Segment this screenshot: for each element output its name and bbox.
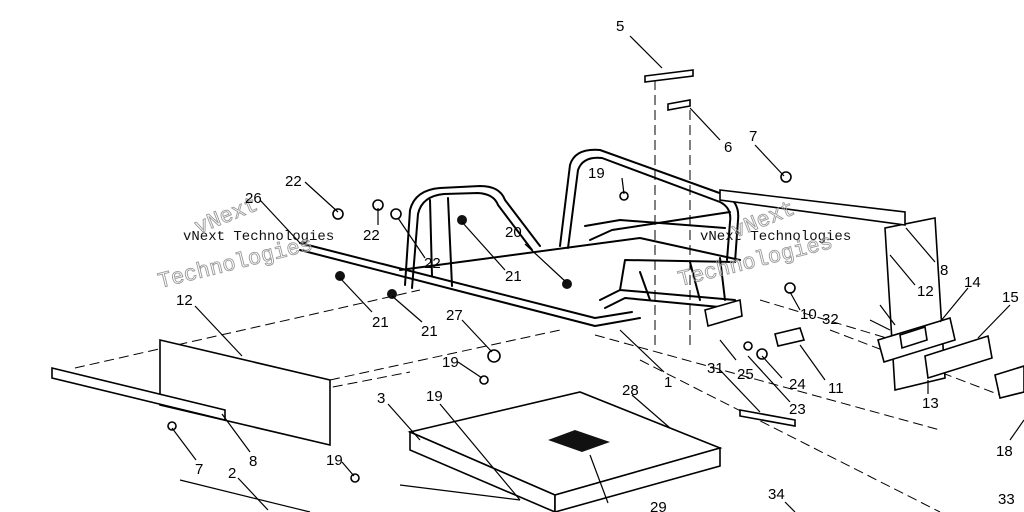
callout-label: 27 [446,307,463,324]
callout-label: 7 [749,128,757,145]
callout-label: 8 [940,262,948,279]
callout-label: 23 [789,401,806,418]
watermark-text-right: vNext Technologies [700,229,851,245]
callout-label: 22 [285,173,302,190]
main-frame [299,148,741,327]
callout-label: 25 [737,366,754,383]
callout-label: 19 [326,452,343,469]
callout-label: 7 [195,461,203,478]
callout-label: 14 [964,274,981,291]
callout-label: 8 [249,453,257,470]
callout-label: 21 [505,268,522,285]
callout-label: 6 [724,139,732,156]
leader-lines [171,35,1024,512]
callout-label: 18 [996,443,1013,460]
callout-label: 28 [622,382,639,399]
callout-label: 5 [616,18,624,35]
callout-label: 29 [650,499,667,512]
callout-label: 12 [917,283,934,300]
seat-brackets [644,69,694,111]
callout-label: 32 [822,311,839,328]
callouts: 5 6 7 8 12 14 15 13 18 33 34 29 28 31 23… [176,18,1019,512]
callout-label: 33 [998,491,1015,508]
callout-label: 19 [442,354,459,371]
watermark: vNext Technologies vNext Technologies vN… [155,192,851,295]
callout-label: 22 [424,255,441,272]
callout-label: 13 [922,395,939,412]
watermark-text-left: vNext Technologies [183,229,334,245]
callout-label: 19 [588,165,605,182]
taillight-assembly [869,304,1024,399]
callout-label: 34 [768,486,785,503]
callout-label: 10 [800,306,817,323]
callout-label: 19 [426,388,443,405]
callout-label: 2 [228,465,236,482]
callout-label: 11 [828,380,844,397]
callout-label: 26 [245,190,262,207]
callout-label: 15 [1002,289,1019,306]
callout-label: 21 [421,323,438,340]
callout-label: 24 [789,376,806,393]
callout-label: 1 [664,374,672,391]
callout-label: 21 [372,314,389,331]
callout-label: 3 [377,390,385,407]
callout-label: 22 [363,227,380,244]
callout-label: 12 [176,292,193,309]
tray [179,391,723,512]
callout-label: 20 [505,224,522,241]
callout-label: 31 [707,360,724,377]
strips [739,409,796,427]
